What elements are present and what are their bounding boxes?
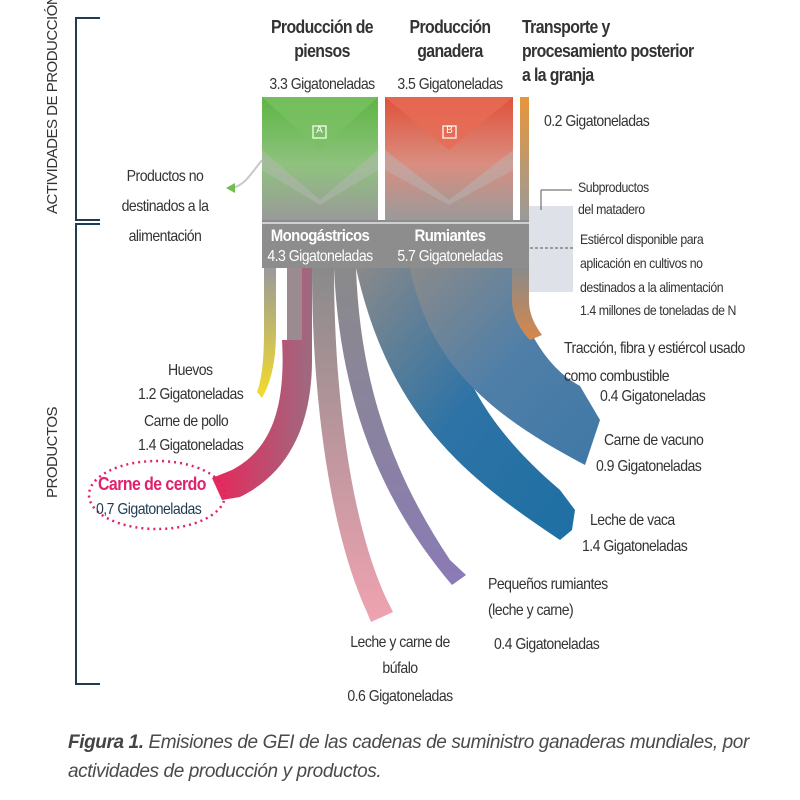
product-traction-name-1: Tracción, fibra y estiércol usado [564,340,745,357]
caption-text: Emisiones de GEI de las cadenas de sumin… [68,732,749,782]
product-traction-name-2: como combustible [564,368,670,385]
product-pork-value: 0,7 Gigatoneladas [96,501,202,518]
side-label-activities: ACTIVIDADES DE PRODUCCIÓN [44,0,61,214]
non-feed-label-2: destinados a la [121,198,209,215]
caption-label: Figura 1. [68,732,144,753]
flow-cow-milk [356,268,575,540]
badge-b-box [442,125,457,139]
non-feed-flow [231,159,263,189]
product-buffalo-name-1: Leche y carne de [350,634,450,651]
product-cow-milk-name: Leche de vaca [590,512,675,529]
group-ruminant-value: 5.7 Gigatoneladas [397,248,503,265]
activity-transport-title-1: Transporte y [522,17,610,37]
product-pork-name: Carne de cerdo [98,474,206,494]
transport-block [520,97,529,220]
flow-small-ruminants [334,268,466,585]
product-small-ruminants-value: 0.4 Gigatoneladas [494,636,600,653]
flow-eggs [257,268,276,398]
non-feed-label-1: Productos no [126,168,204,185]
flow-traction [512,268,542,340]
activity-transport-value: 0.2 Gigatoneladas [544,113,650,130]
bracket-activities [75,17,100,221]
subproducts-label-1: Subproductos [578,179,649,195]
pork-highlight-ellipse [87,459,227,531]
bracket-products [75,223,100,685]
group-monogastric-name: Monogástricos [270,226,370,245]
activity-livestock-value: 3.5 Gigatoneladas [397,76,503,93]
group-monogastric-value: 4.3 Gigatoneladas [267,248,373,265]
product-small-ruminants-name-1: Pequeños rumiantes [488,576,608,593]
product-eggs-value: 1.2 Gigatoneladas [138,386,244,403]
product-buffalo-value: 0.6 Gigatoneladas [347,688,453,705]
central-trunk [262,220,529,268]
manure-label-4: 1.4 millones de toneladas de N [580,302,736,318]
subproducts-label-2: del matadero [578,201,645,217]
product-traction-value: 0.4 Gigatoneladas [600,388,706,405]
flow-pork [212,268,312,500]
product-cow-milk-value: 1.4 Gigatoneladas [582,538,688,555]
activity-transport-title-3: a la granja [522,65,594,85]
feed-block-chevron-lower [262,150,378,205]
product-eggs-name: Huevos [168,362,213,379]
non-feed-arrow-icon [226,183,235,193]
non-feed-label-3: alimentación [128,228,202,245]
livestock-block-chevron-lower [385,150,513,205]
feed-block-chevron [262,97,378,150]
product-beef-value: 0.9 Gigatoneladas [596,458,702,475]
activity-feed-title-2: piensos [294,41,350,61]
badge-a-box [312,125,327,139]
manure-label-3: destinados a la alimentación [580,279,724,295]
flow-beef [410,268,600,465]
side-label-products: PRODUCTOS [44,406,61,498]
badge-b: B [446,125,453,136]
activity-livestock-title-1: Producción [409,17,492,37]
product-beef-name: Carne de vacuno [604,432,704,449]
subproducts-box [529,206,573,292]
manure-label-2: aplicación en cultivos no [580,255,703,271]
product-buffalo-name-2: búfalo [382,660,418,677]
figure-caption: Figura 1. Emisiones de GEI de las cadena… [68,728,768,786]
badge-a: A [316,125,323,136]
activity-transport-title-2: procesamiento posterior [522,41,694,61]
activity-feed-value: 3.3 Gigatoneladas [269,76,375,93]
flow-buffalo [312,268,393,622]
activity-feed-title-1: Producción de [270,17,374,37]
manure-label-1: Estiércol disponible para [580,231,704,247]
product-chicken-value: 1.4 Gigatoneladas [138,437,244,454]
activity-livestock-title-2: ganadera [417,41,483,61]
livestock-block-chevron [385,97,513,150]
group-ruminant-name: Rumiantes [414,226,487,245]
product-small-ruminants-name-2: (leche y carne) [488,602,574,619]
product-chicken-name: Carne de pollo [144,413,229,430]
